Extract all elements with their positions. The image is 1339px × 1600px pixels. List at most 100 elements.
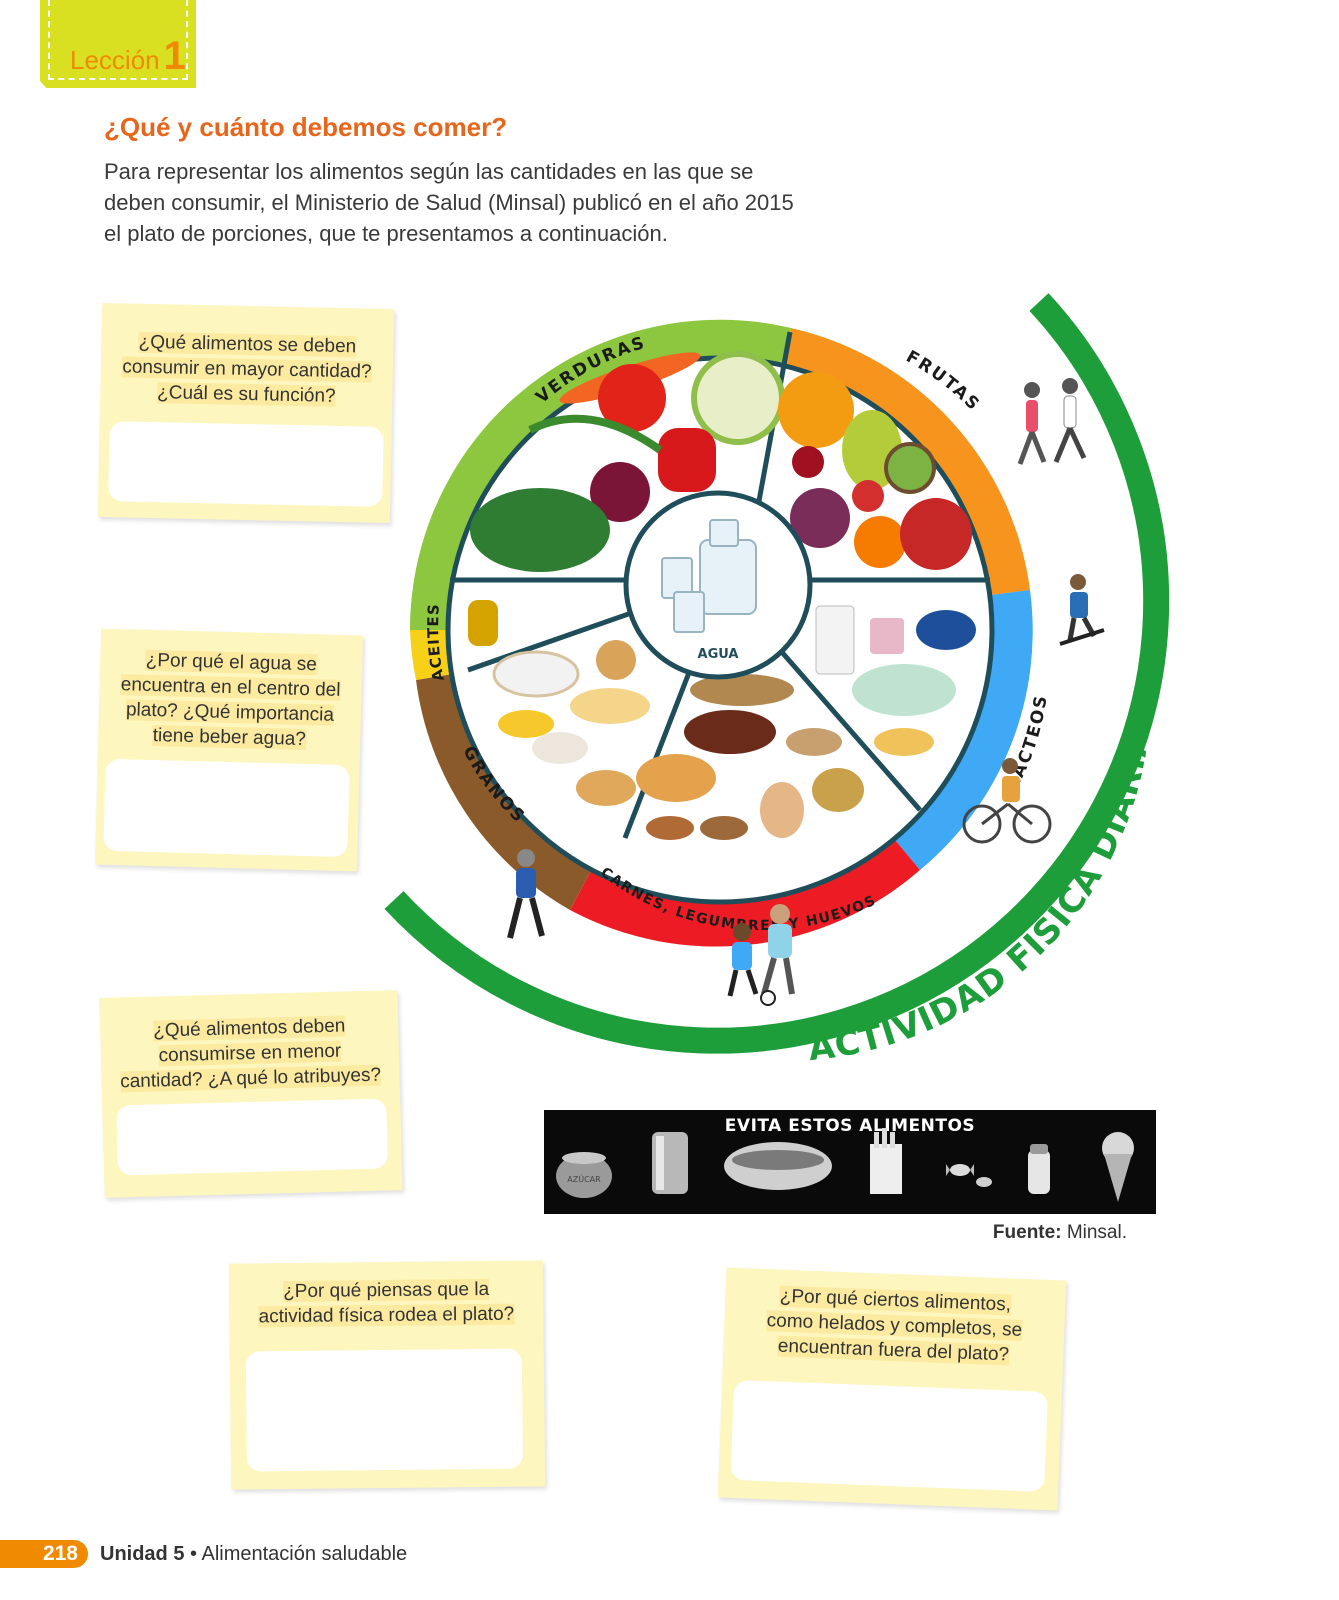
- egg-icon: [760, 782, 804, 838]
- fish-icon: [690, 674, 794, 706]
- footer-separator: •: [190, 1543, 198, 1565]
- answer-box[interactable]: [108, 421, 384, 507]
- yogurt-icon: [870, 618, 904, 654]
- source-credit: Fuente: Minsal.: [993, 1222, 1127, 1244]
- cauliflower-icon: [691, 351, 785, 445]
- candy-icon: [946, 1164, 992, 1187]
- potatoes-icon: [596, 640, 636, 680]
- source-label: Fuente:: [992, 1222, 1062, 1243]
- footer-topic: Alimentación saludable: [201, 1543, 408, 1565]
- answer-box[interactable]: [730, 1379, 1049, 1492]
- page-number: 218: [0, 1540, 88, 1568]
- label-aceites: ACEITES: [424, 603, 447, 683]
- question-line: consumir en mayor cantidad?: [122, 356, 372, 383]
- chard-icon: [470, 488, 610, 572]
- question-note-2: ¿Por qué el agua se encuentra en el cent…: [94, 628, 364, 872]
- fries-icon: [870, 1128, 902, 1194]
- activity-ring: [384, 293, 1170, 1054]
- question-line: ¿Cuál es su función?: [156, 382, 336, 407]
- question-line: consumirse en menor: [158, 1040, 342, 1067]
- question-text: ¿Qué alimentos se deben consumir en mayo…: [100, 303, 394, 410]
- granos-foods: [492, 640, 650, 806]
- water-label: AGUA: [698, 647, 739, 662]
- question-line: ¿Qué alimentos se deben: [138, 331, 357, 358]
- question-text: ¿Por qué piensas que la actividad física…: [229, 1260, 544, 1329]
- beans-bowl-icon: [532, 732, 588, 764]
- verduras-foods: [470, 351, 785, 572]
- question-note-4: ¿Por qué piensas que la actividad física…: [228, 1260, 546, 1490]
- almonds-icon: [646, 816, 694, 840]
- question-line: ¿Qué alimentos deben: [152, 1015, 346, 1042]
- cherries-icon: [792, 446, 824, 478]
- runners-icon: [1017, 378, 1087, 465]
- rice-icon: [492, 650, 580, 698]
- soccer-players-icon: [727, 904, 795, 1006]
- beans-icon: [786, 728, 842, 756]
- svg-text:ACEITES: ACEITES: [424, 603, 448, 683]
- green-beans-icon: [528, 414, 663, 454]
- hot-dog-icon: [724, 1142, 832, 1190]
- question-line: cantidad? ¿A qué lo atribuyes?: [119, 1064, 382, 1093]
- cyclist-icon: [962, 758, 1052, 844]
- beet-icon: [590, 462, 650, 522]
- question-line: ¿Por qué piensas que la: [283, 1278, 490, 1303]
- sugar-bowl-label: AZÚCAR: [567, 1173, 601, 1184]
- avoid-title: EVITA ESTOS ALIMENTOS: [724, 1116, 976, 1136]
- chicken-icon: [636, 754, 716, 802]
- bell-pepper-icon: [658, 428, 716, 492]
- intro-paragraph: Para representar los alimentos según las…: [104, 159, 794, 246]
- steak-icon: [684, 710, 776, 754]
- corn-icon: [498, 710, 554, 738]
- question-line: tiene beber agua?: [152, 725, 307, 751]
- answer-box[interactable]: [103, 758, 350, 858]
- salt-shaker-icon: [1028, 1144, 1050, 1194]
- source-value: Minsal.: [1066, 1222, 1127, 1243]
- avoid-foods-banner: EVITA ESTOS ALIMENTOS AZÚCAR: [544, 1110, 1156, 1214]
- soda-can-icon: [652, 1132, 688, 1194]
- lesson-word: Lección: [70, 45, 160, 75]
- question-line: encuentran fuera del plato?: [777, 1335, 1010, 1366]
- question-text: ¿Qué alimentos deben consumirse en menor…: [99, 990, 399, 1095]
- answer-box[interactable]: [245, 1348, 523, 1472]
- lesson-tag: [40, 0, 196, 88]
- question-text: ¿Por qué el agua se encuentra en el cent…: [98, 629, 363, 754]
- question-line: actividad física rodea el plato?: [258, 1303, 515, 1328]
- tomato-icon: [598, 364, 666, 432]
- carnes-foods: [636, 674, 864, 840]
- pasta-icon: [570, 688, 650, 724]
- question-note-1: ¿Qué alimentos se deben consumir en mayo…: [97, 302, 395, 524]
- walker-icon: [507, 849, 545, 939]
- sugar-bowl-icon: AZÚCAR: [556, 1152, 612, 1198]
- footer-unit: Unidad 5 • Alimentación saludable: [100, 1543, 407, 1566]
- water-jug-icon: [661, 519, 757, 633]
- ice-cream-icon: [1102, 1132, 1134, 1202]
- bread-icon: [576, 770, 636, 806]
- frutas-foods: [778, 372, 972, 570]
- footer-unit-name: Unidad 5: [100, 1543, 185, 1565]
- question-text: ¿Por qué ciertos alimentos, como helados…: [723, 1268, 1066, 1370]
- milk-glass-icon: [815, 605, 855, 675]
- skateboarder-icon: [1059, 574, 1105, 646]
- lacteos-foods: [815, 605, 976, 756]
- question-line: ¿Por qué el agua se: [145, 649, 318, 676]
- oil-bottle-icon: [468, 600, 498, 646]
- avoid-icons: AZÚCAR: [556, 1128, 1134, 1202]
- apple-icon: [900, 498, 972, 570]
- peach-icon: [854, 516, 906, 568]
- question-line: encuentra en el centro del: [120, 674, 341, 701]
- walnuts-icon: [700, 816, 748, 840]
- food-plate-diagram: AGUA VERDURAS FRUTAS LÁCTEOS CARNES, LEG…: [384, 293, 1170, 1069]
- milk-cup-icon: [916, 610, 976, 650]
- answer-box[interactable]: [116, 1098, 388, 1176]
- question-note-5: ¿Por qué ciertos alimentos, como helados…: [717, 1267, 1067, 1511]
- question-line: plato? ¿Qué importancia: [125, 699, 335, 726]
- cheese-slices-icon: [874, 728, 934, 756]
- orange-icon: [778, 372, 854, 448]
- lesson-number: 1: [163, 34, 186, 78]
- section-title: ¿Qué y cuánto debemos comer?: [104, 112, 508, 142]
- chickpeas-icon: [812, 768, 864, 812]
- kiwi-icon: [884, 442, 936, 494]
- cheese-plate-icon: [852, 664, 956, 716]
- strawberry-icon: [852, 480, 884, 512]
